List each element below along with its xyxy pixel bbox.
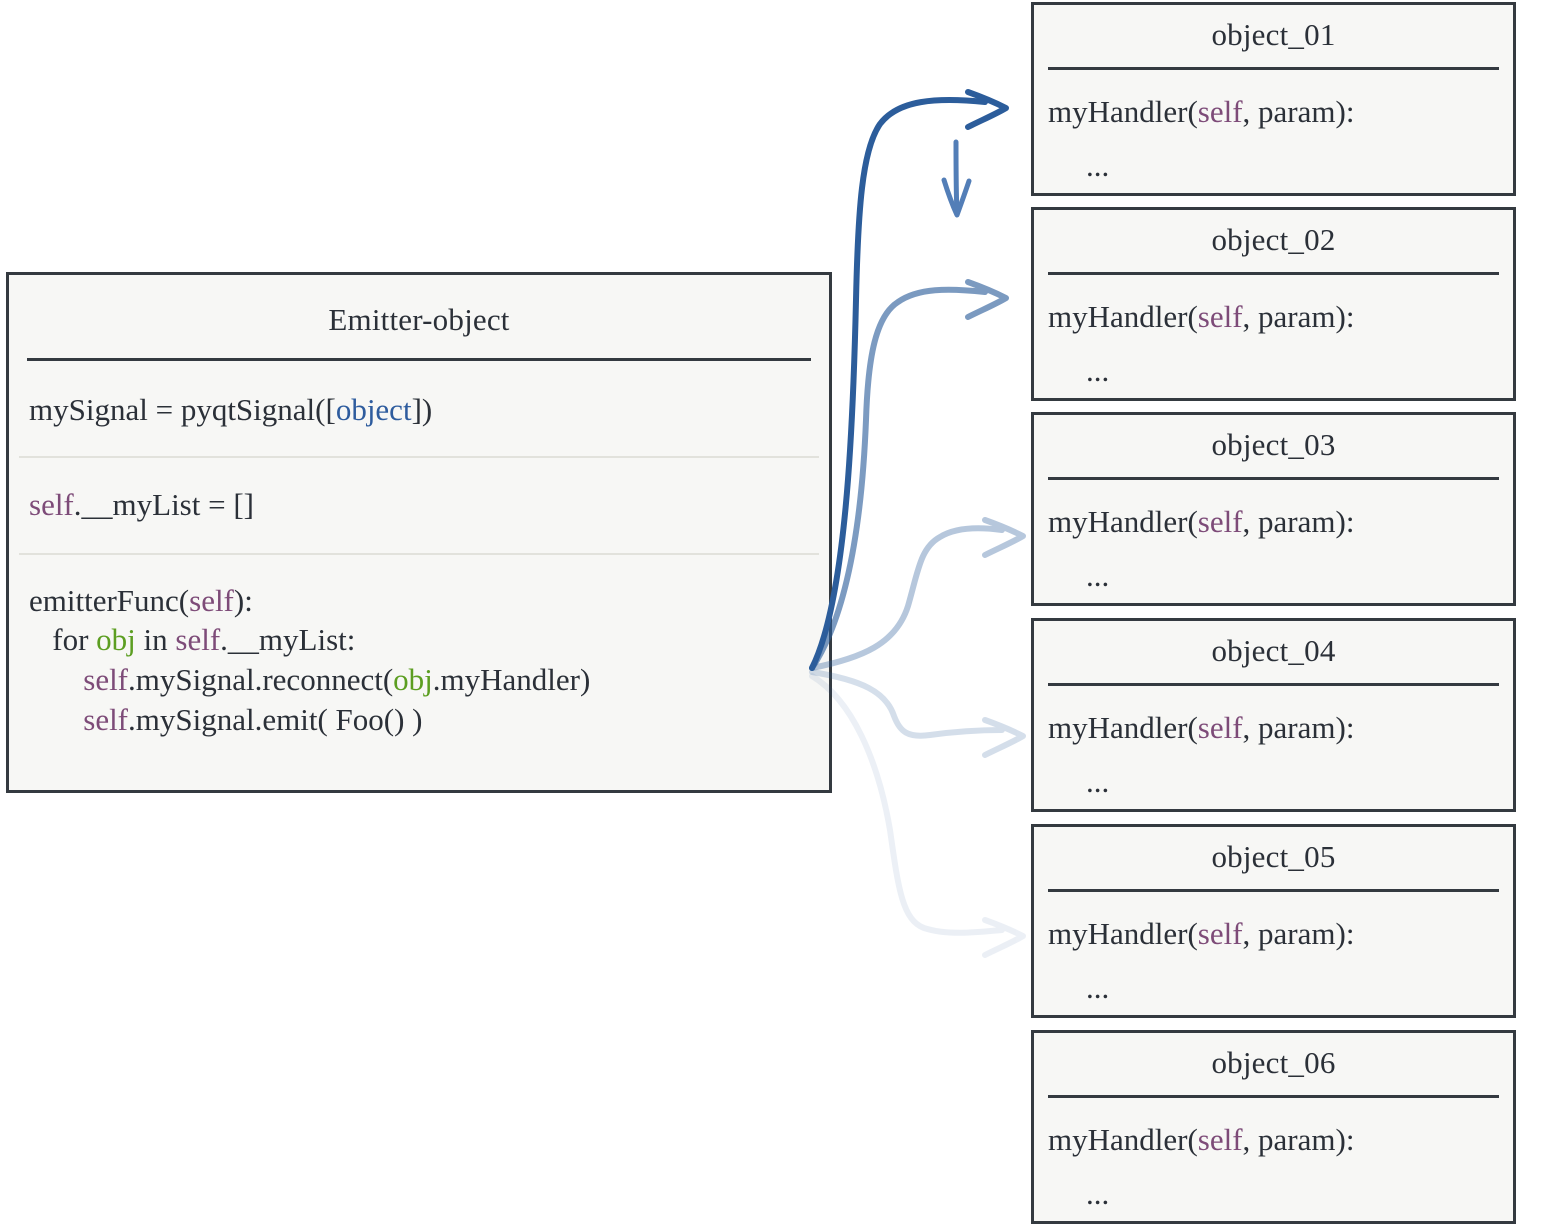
code-token: self (1197, 503, 1243, 539)
object-handler-signature: myHandler(self, param): (1048, 504, 1513, 541)
object-box-01: object_01 myHandler(self, param): ... (1031, 2, 1516, 196)
code-token: obj (96, 622, 136, 658)
emitter-title-divider (27, 357, 811, 361)
code-token (29, 662, 83, 697)
code-token: , param): (1242, 915, 1355, 951)
object-handler-body: ... (1086, 558, 1110, 594)
emitter-code-line: self.__myList = [] (29, 487, 829, 524)
emitter-code-line: emitterFunc(self): (29, 583, 829, 620)
code-token: , param): (1242, 1121, 1355, 1157)
object-box-02: object_02 myHandler(self, param): ... (1031, 207, 1516, 401)
code-token: in (135, 622, 176, 658)
connector-arrow-to-object-01 (809, 89, 1009, 671)
code-token: self (83, 701, 129, 737)
connector-arrow-to-object-05 (809, 673, 1026, 958)
code-token: , param): (1242, 503, 1355, 539)
emitter-section-list: self.__myList = [] (29, 487, 829, 524)
emitter-code-line: for obj in self.__myList: (29, 622, 829, 659)
connector-arrow-to-object-04 (809, 669, 1026, 758)
code-token: .mySignal.emit( Foo() ) (128, 701, 423, 737)
object-title: object_06 (1211, 1045, 1336, 1080)
object-handler-signature: myHandler(self, param): (1048, 94, 1513, 131)
object-title-divider (1048, 1094, 1499, 1098)
object-title: object_02 (1211, 222, 1336, 257)
object-title: object_03 (1211, 427, 1336, 462)
code-token: .__myList: (220, 622, 356, 658)
emitter-code-line: mySignal = pyqtSignal([object]) (29, 392, 829, 429)
code-token: myHandler( (1048, 503, 1198, 539)
object-handler-body: ... (1086, 970, 1110, 1006)
object-title: object_05 (1211, 839, 1336, 874)
object-title-divider (1048, 66, 1499, 70)
object-box-04: object_04 myHandler(self, param): ... (1031, 618, 1516, 812)
code-token: self (175, 622, 221, 658)
emitter-object-box: Emitter-object mySignal = pyqtSignal([ob… (6, 272, 832, 793)
code-token: self (1197, 93, 1243, 129)
object-title: object_04 (1211, 633, 1336, 668)
emitter-section-signal: mySignal = pyqtSignal([object]) (29, 392, 829, 429)
code-token: object (335, 391, 412, 427)
emitter-section-divider-2 (19, 552, 819, 555)
emitter-code-line-emit: self.mySignal.emit( Foo() ) (29, 702, 829, 739)
connector-arrow-to-object-02 (809, 279, 1009, 671)
object-box-03: object_03 myHandler(self, param): ... (1031, 412, 1516, 606)
code-token: obj (393, 661, 433, 697)
object-handler-body: ... (1086, 148, 1110, 184)
emitter-title: Emitter-object (328, 302, 510, 337)
object-title-divider (1048, 682, 1499, 686)
code-token: mySignal = pyqtSignal([ (29, 391, 336, 427)
code-token: ]) (411, 391, 433, 427)
code-token: myHandler( (1048, 298, 1198, 334)
code-token: ): (233, 582, 253, 618)
code-token: self (189, 582, 234, 618)
code-token: self (29, 487, 74, 523)
code-token: .myHandler) (432, 661, 591, 697)
object-handler-signature: myHandler(self, param): (1048, 1122, 1513, 1159)
code-token: emitterFunc( (29, 582, 190, 618)
code-token: myHandler( (1048, 709, 1198, 745)
code-token: self (83, 661, 129, 697)
code-token: , param): (1242, 93, 1355, 129)
code-token: myHandler( (1048, 93, 1198, 129)
object-title: object_01 (1211, 17, 1336, 52)
emitter-code-line-reconnect: self.mySignal.reconnect(obj.myHandler) (29, 662, 829, 699)
code-token: self (1197, 915, 1243, 951)
object-handler-body: ... (1086, 353, 1110, 389)
code-token: .__myList = [] (73, 487, 254, 523)
object-title-divider (1048, 476, 1499, 480)
code-token (29, 702, 83, 737)
object-handler-body: ... (1086, 764, 1110, 800)
code-token: , param): (1242, 298, 1355, 334)
emitter-section-method: emitterFunc(self): for obj in self.__myL… (29, 583, 829, 738)
connector-arrow-to-object-03 (809, 517, 1026, 671)
code-token: self (1197, 1121, 1243, 1157)
code-token: myHandler( (1048, 1121, 1198, 1157)
emitter-section-divider-1 (19, 456, 819, 459)
code-token: for (29, 622, 97, 658)
code-token: , param): (1242, 709, 1355, 745)
code-token: self (1197, 298, 1243, 334)
code-token: self (1197, 709, 1243, 745)
object-box-05: object_05 myHandler(self, param): ... (1031, 824, 1516, 1018)
object-handler-signature: myHandler(self, param): (1048, 710, 1513, 747)
object-title-divider (1048, 271, 1499, 275)
code-token: .mySignal.reconnect( (128, 661, 394, 697)
object-box-06: object_06 myHandler(self, param): ... (1031, 1030, 1516, 1224)
object-title-divider (1048, 888, 1499, 892)
object-handler-signature: myHandler(self, param): (1048, 299, 1513, 336)
loop-repeat-arrow (941, 139, 972, 218)
code-token: myHandler( (1048, 915, 1198, 951)
object-handler-body: ... (1086, 1176, 1110, 1212)
object-handler-signature: myHandler(self, param): (1048, 916, 1513, 953)
